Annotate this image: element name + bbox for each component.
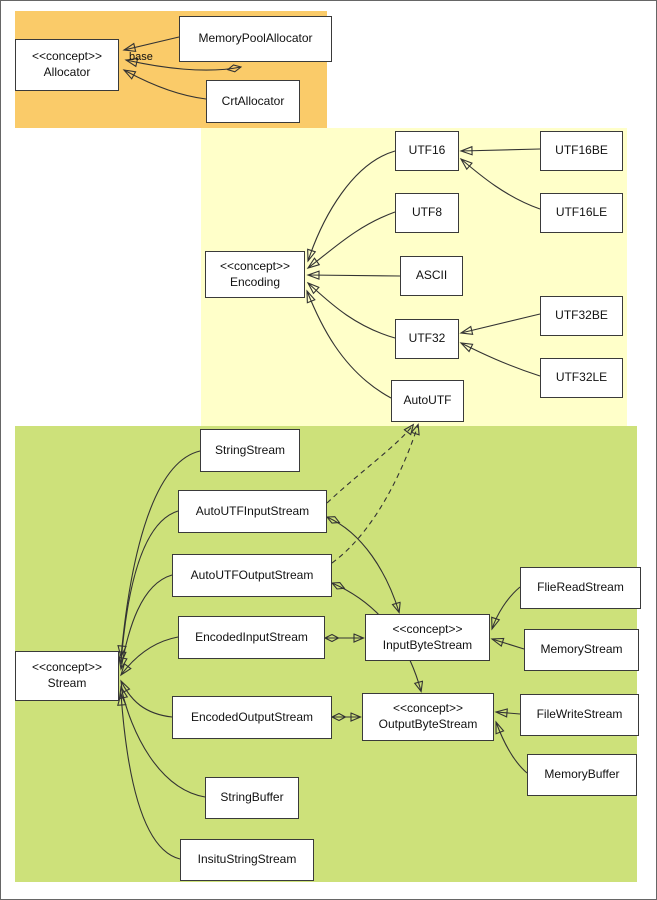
node-insitustringstream: InsituStringStream <box>180 839 314 881</box>
node-utf16le: UTF16LE <box>540 193 623 233</box>
edge-autoutfinputstream-stream <box>117 510 179 665</box>
edge-memorypoolallocator-allocator-base <box>126 60 241 70</box>
node-utf32-label: UTF32 <box>408 331 446 346</box>
node-utf16be: UTF16BE <box>540 131 623 171</box>
edge-autoutf-encoding <box>306 289 392 399</box>
node-encodedinputstream-label: EncodedInputStream <box>195 629 308 644</box>
edge-stringstream-stream <box>117 450 201 659</box>
node-ascii: ASCII <box>400 256 463 296</box>
node-outputbytestream-label: <<concept>> OutputByteStream <box>378 701 478 731</box>
edge-encodedinputstream-stream <box>120 636 179 677</box>
node-autoutfoutputstream-label: AutoUTFOutputStream <box>190 567 314 582</box>
node-memorybuffer: MemoryBuffer <box>527 754 637 796</box>
edge-filewritestream-outputbytestream <box>494 708 521 718</box>
edge-utf8-encoding <box>306 211 396 269</box>
node-filewritestream: FileWriteStream <box>520 694 639 736</box>
edge-autoutfoutputstream-autoutf <box>331 425 418 564</box>
node-utf8-label: UTF8 <box>412 205 442 220</box>
node-stream-label: <<concept>> Stream <box>31 660 103 690</box>
edge-memorystream-inputbytestream <box>490 637 525 650</box>
node-utf16: UTF16 <box>395 131 459 171</box>
node-utf32le-label: UTF32LE <box>555 370 608 385</box>
edge-utf16-encoding <box>307 150 396 263</box>
edge-label-base: base <box>129 51 153 63</box>
node-crtallocator-label: CrtAllocator <box>221 93 285 108</box>
node-allocator: <<concept>> Allocator <box>15 39 119 91</box>
edge-fliereadstream-inputbytestream <box>491 586 521 631</box>
edge-utf32-encoding <box>306 281 396 339</box>
edge-autoutfoutputstream-stream <box>118 574 173 671</box>
node-stringstream-label: StringStream <box>214 442 286 457</box>
node-utf32be-label: UTF32BE <box>555 308 608 323</box>
node-encodedoutputstream: EncodedOutputStream <box>172 696 332 739</box>
node-encodedinputstream: EncodedInputStream <box>178 616 325 659</box>
node-outputbytestream: <<concept>> OutputByteStream <box>362 693 494 741</box>
edge-crtallocator-allocator <box>122 69 207 100</box>
edge-utf32be-utf32 <box>459 313 541 335</box>
node-utf32le: UTF32LE <box>540 358 623 398</box>
node-memorypoolallocator: MemoryPoolAllocator <box>179 16 332 62</box>
edge-memorypoolallocator-allocator <box>122 36 180 53</box>
node-utf32be: UTF32BE <box>540 296 623 336</box>
node-utf32: UTF32 <box>395 319 459 359</box>
node-autoutfoutputstream: AutoUTFOutputStream <box>172 554 332 597</box>
node-autoutf-label: AutoUTF <box>403 393 452 408</box>
node-encodedoutputstream-label: EncodedOutputStream <box>190 709 314 724</box>
node-memorystream: MemoryStream <box>524 629 639 671</box>
edge-autoutfinputstream-autoutf <box>326 425 413 504</box>
edge-ascii-encoding <box>306 270 401 280</box>
node-utf16le-label: UTF16LE <box>555 205 608 220</box>
node-memorypoolallocator-label: MemoryPoolAllocator <box>198 31 313 46</box>
node-memorybuffer-label: MemoryBuffer <box>544 767 620 782</box>
node-allocator-label: <<concept>> Allocator <box>31 49 103 79</box>
node-memorystream-label: MemoryStream <box>540 642 623 657</box>
node-utf16be-label: UTF16BE <box>555 143 608 158</box>
node-filewritestream-label: FileWriteStream <box>536 707 623 722</box>
node-autoutfinputstream: AutoUTFInputStream <box>178 490 327 533</box>
node-encoding: <<concept>> Encoding <box>205 251 305 298</box>
edge-utf16be-utf16 <box>459 145 541 156</box>
edge-memorybuffer-outputbytestream <box>495 720 528 774</box>
node-stream: <<concept>> Stream <box>15 651 119 701</box>
node-inputbytestream-label: <<concept>> InputByteStream <box>382 621 473 652</box>
edge-insitustringstream-stream <box>117 692 181 860</box>
node-crtallocator: CrtAllocator <box>206 80 300 123</box>
node-utf8: UTF8 <box>395 193 459 233</box>
node-ascii-label: ASCII <box>415 268 448 283</box>
node-fliereadstream-label: FlieReadStream <box>537 580 624 595</box>
node-encoding-label: <<concept>> Encoding <box>219 258 291 289</box>
node-fliereadstream: FlieReadStream <box>520 567 641 609</box>
edge-utf16le-utf16 <box>459 157 541 210</box>
node-stringbuffer: StringBuffer <box>205 777 299 819</box>
edge-utf32le-utf32 <box>459 342 541 377</box>
node-autoutfinputstream-label: AutoUTFInputStream <box>195 503 310 518</box>
edge-autoutfinputstream-inputbytestream <box>327 517 399 612</box>
node-utf16-label: UTF16 <box>408 143 446 158</box>
node-stringbuffer-label: StringBuffer <box>220 790 284 805</box>
node-inputbytestream: <<concept>> InputByteStream <box>365 614 490 661</box>
edge-encodedoutputstream-stream <box>120 679 173 718</box>
node-stringstream: StringStream <box>200 429 300 472</box>
node-insitustringstream-label: InsituStringStream <box>197 852 297 867</box>
node-autoutf: AutoUTF <box>391 380 464 422</box>
